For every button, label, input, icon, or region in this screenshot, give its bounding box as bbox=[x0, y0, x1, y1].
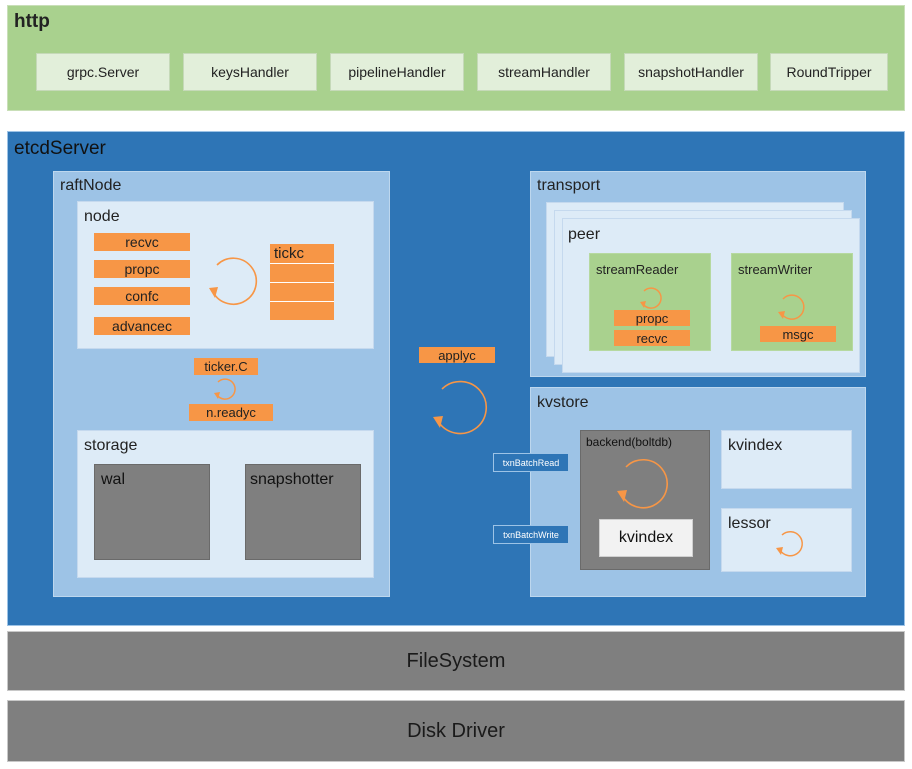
transport: transport peer streamReader propc recvc … bbox=[530, 171, 866, 377]
raft-node-title: raftNode bbox=[60, 177, 122, 194]
handler-pipeline: pipelineHandler bbox=[330, 53, 464, 91]
peer-box: peer streamReader propc recvc streamWrit… bbox=[562, 218, 860, 373]
storage-box: storage wal snapshotter bbox=[77, 430, 374, 578]
channel-advancec: advancec bbox=[94, 317, 190, 335]
tickc-slot bbox=[270, 302, 334, 320]
storage-title: storage bbox=[84, 437, 138, 454]
applyc-loop-icon bbox=[433, 380, 488, 435]
backend-loop-icon bbox=[617, 458, 668, 509]
wal-box: wal bbox=[94, 464, 210, 560]
filesystem-layer: FileSystem bbox=[7, 631, 905, 691]
tickc-slot bbox=[270, 283, 334, 302]
kvindex-label: kvindex bbox=[728, 437, 783, 454]
stream-writer-loop-icon bbox=[778, 294, 805, 320]
handler-keys: keysHandler bbox=[183, 53, 317, 91]
stream-writer: streamWriter msgc bbox=[731, 253, 853, 351]
channel-confc: confc bbox=[94, 287, 190, 305]
n-readyc-channel: n.readyc bbox=[189, 404, 273, 421]
etcd-server: etcdServer raftNode node recvc propc con… bbox=[7, 131, 905, 626]
lessor-label: lessor bbox=[728, 515, 771, 532]
disk-driver-layer: Disk Driver bbox=[7, 700, 905, 762]
stream-reader: streamReader propc recvc bbox=[589, 253, 711, 351]
handler-snapshot: snapshotHandler bbox=[624, 53, 758, 91]
kvindex-box: kvindex bbox=[721, 430, 852, 489]
writer-msgc: msgc bbox=[760, 326, 836, 342]
txn-batch-write: txnBatchWrite bbox=[493, 525, 569, 544]
http-layer: http grpc.Server keysHandler pipelineHan… bbox=[7, 5, 905, 111]
peer-title: peer bbox=[568, 226, 601, 243]
etcd-server-title: etcdServer bbox=[14, 138, 106, 159]
transport-title: transport bbox=[537, 177, 601, 194]
backend-title: backend(boltdb) bbox=[586, 435, 673, 449]
raft-node: raftNode node recvc propc confc advancec… bbox=[53, 171, 390, 597]
backend-kvindex: kvindex bbox=[599, 519, 693, 557]
lessor-loop-icon bbox=[776, 530, 803, 557]
handler-grpc-server: grpc.Server bbox=[36, 53, 170, 91]
ticker-loop-icon bbox=[214, 378, 236, 400]
reader-propc: propc bbox=[614, 310, 690, 326]
node-box: node recvc propc confc advancec tickc bbox=[77, 201, 374, 349]
snapshotter-box: snapshotter bbox=[245, 464, 361, 560]
stream-reader-title: streamReader bbox=[596, 262, 679, 277]
channel-recvc: recvc bbox=[94, 233, 190, 251]
http-title: http bbox=[14, 11, 50, 32]
reader-recvc: recvc bbox=[614, 330, 690, 346]
tickc-label: tickc bbox=[270, 244, 334, 264]
node-title: node bbox=[84, 208, 120, 225]
node-loop-icon bbox=[209, 257, 258, 305]
stream-writer-title: streamWriter bbox=[738, 262, 813, 277]
stream-reader-loop-icon bbox=[640, 287, 662, 309]
lessor-box: lessor bbox=[721, 508, 852, 572]
applyc-channel: applyc bbox=[419, 347, 495, 363]
snapshotter-label: snapshotter bbox=[250, 471, 334, 488]
channel-propc: propc bbox=[94, 260, 190, 278]
txn-batch-read: txnBatchRead bbox=[493, 453, 569, 472]
tickc-slot bbox=[270, 264, 334, 283]
tickc-queue: tickc bbox=[270, 244, 334, 320]
backend-boltdb: backend(boltdb) kvindex bbox=[580, 430, 710, 570]
ticker-c-channel: ticker.C bbox=[194, 358, 258, 375]
kvstore: kvstore backend(boltdb) kvindex kvindex … bbox=[530, 387, 866, 597]
handler-stream: streamHandler bbox=[477, 53, 611, 91]
wal-label: wal bbox=[101, 471, 126, 488]
handler-round-tripper: RoundTripper bbox=[770, 53, 888, 91]
kvstore-title: kvstore bbox=[537, 394, 589, 411]
